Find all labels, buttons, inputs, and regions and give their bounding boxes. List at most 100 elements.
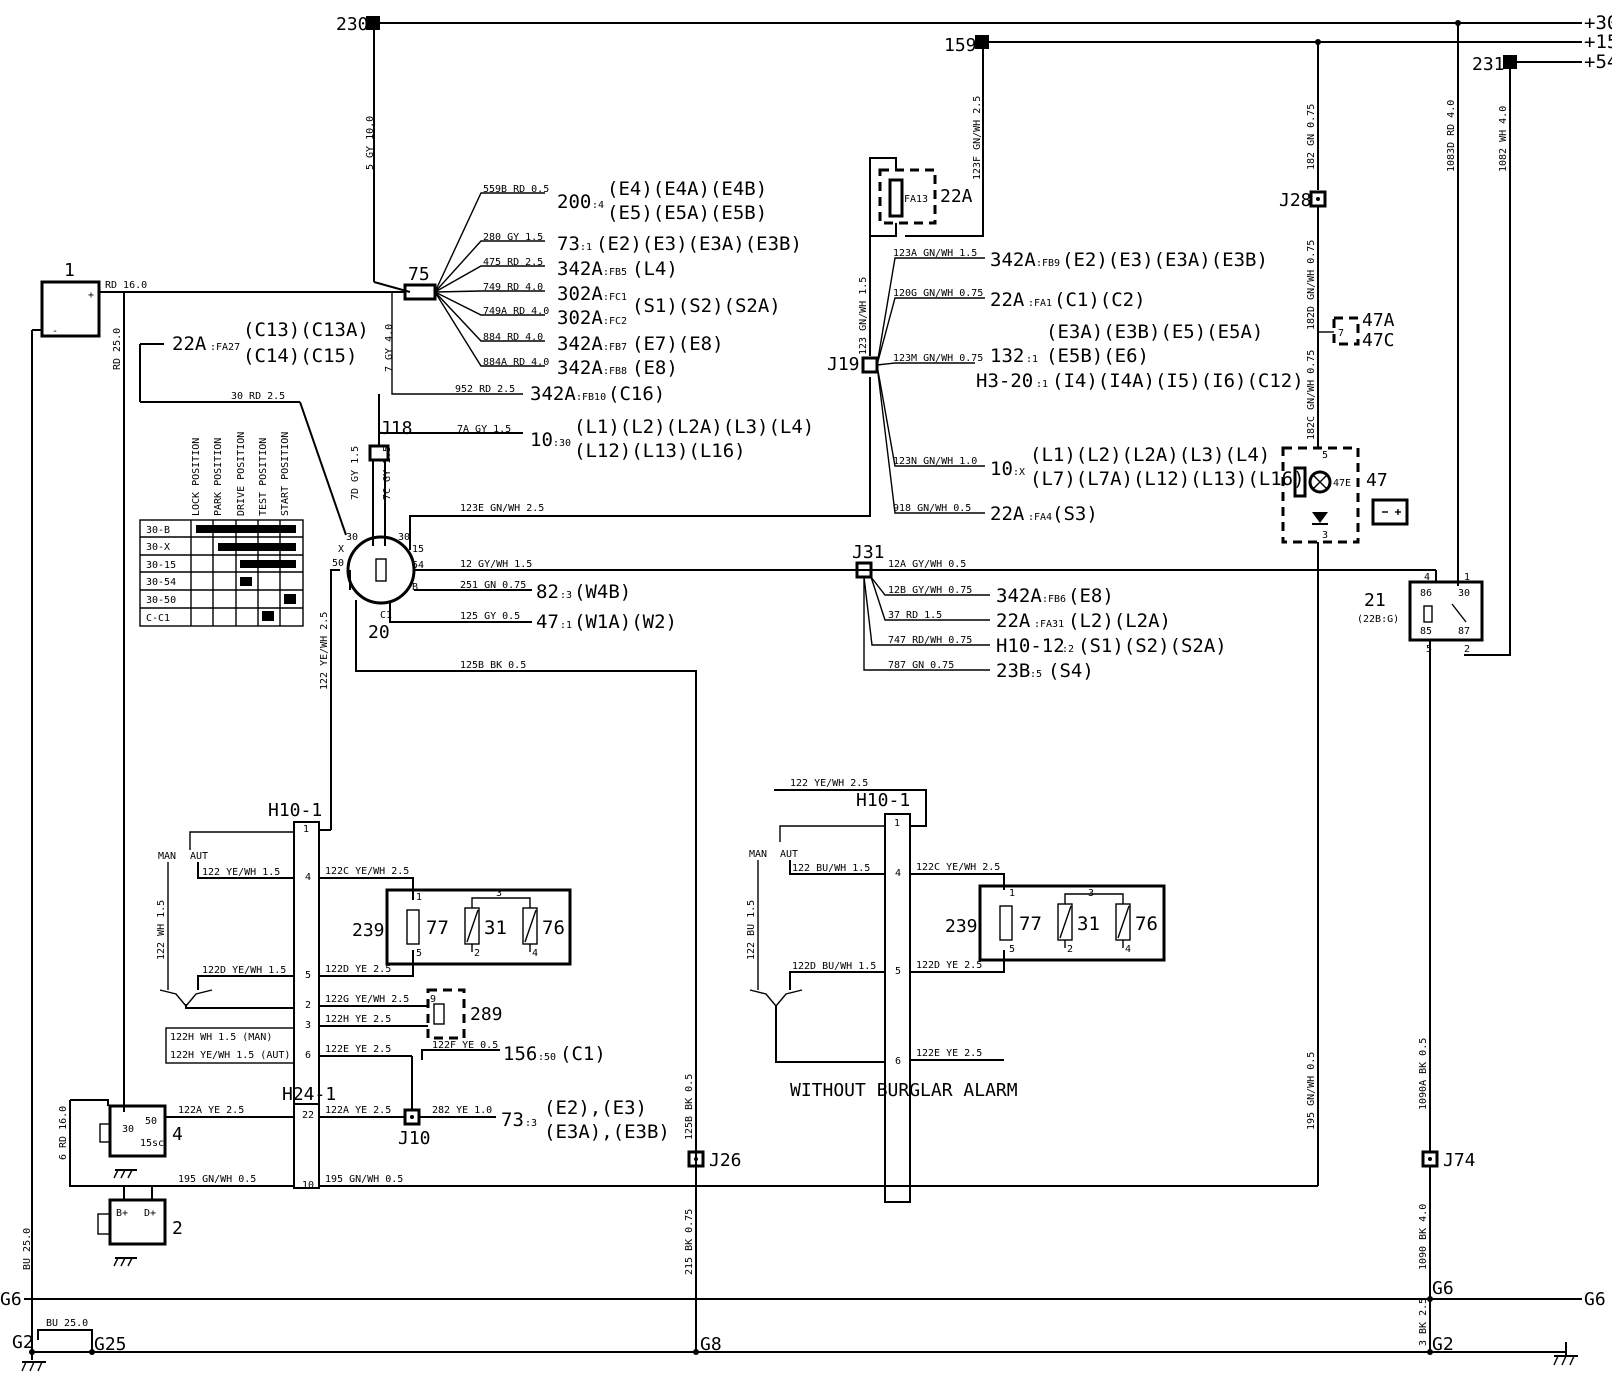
svg-text::FB8: :FB8 [603, 366, 627, 377]
ref-82: 82 [536, 581, 559, 603]
ref-h3-20: H3-20 [976, 370, 1033, 392]
svg-text:15: 15 [412, 544, 424, 555]
wire-label: 125 GY 0.5 [460, 611, 520, 622]
wire-label: 282 YE 1.0 [432, 1105, 492, 1116]
svg-text::5: :5 [1030, 669, 1042, 680]
lamp-47-label: 47 [1366, 470, 1388, 491]
wire-label: 749 RD 4.0 [483, 282, 543, 293]
ground-symbol-icon [1553, 1342, 1578, 1366]
wire-label: 123 GN/WH 1.5 [858, 277, 869, 355]
wire-label: 7C GY 1.5 [382, 446, 393, 500]
wire-label: 122A YE 2.5 [178, 1105, 244, 1116]
battery-box [40, 280, 101, 338]
wire-label: 122D BU/WH 1.5 [792, 961, 876, 972]
battery-minus: - [52, 326, 58, 337]
wire-label: 122A YE 2.5 [325, 1105, 391, 1116]
ground-symbol-icon [113, 1257, 137, 1267]
svg-text:31: 31 [484, 917, 507, 939]
ref-302a-fc2: 302A [557, 307, 603, 329]
svg-text::1: :1 [560, 620, 572, 631]
relay-239-right-label: 239 [945, 916, 978, 937]
row-c-c1: C-C1 [146, 613, 170, 624]
col-drive: DRIVE POSITION [236, 432, 247, 516]
wire-label: 182D GN/WH 0.75 [1306, 240, 1317, 330]
charging-connections: H24-1 22 10 J10 122A YE 2.5 282 YE 1.0 7… [58, 1084, 1318, 1267]
alternator-2-label: 2 [172, 1218, 183, 1239]
ref-200: 200 [557, 191, 591, 213]
ref-73b: 73 [501, 1109, 524, 1131]
svg-text:31: 31 [1077, 913, 1100, 935]
relay-239-left-box [385, 888, 572, 966]
svg-text::30: :30 [553, 438, 571, 449]
svg-text::50: :50 [538, 1052, 556, 1063]
h24-1-strip [293, 1103, 320, 1189]
ref-10: 10 [530, 429, 553, 451]
ref-302a-fc1: 302A [557, 283, 603, 305]
battery-1: 1 + - RD 16.0 RD 25.0 BU 25.0 [22, 260, 405, 1360]
svg-text:(E5B)(E6): (E5B)(E6) [1046, 345, 1149, 367]
svg-text:(22B:G): (22B:G) [1357, 614, 1399, 625]
wire-label: 122 YE/WH 1.5 [202, 867, 280, 878]
svg-text:(C1): (C1) [560, 1043, 606, 1065]
switch-20-label: 20 [368, 622, 390, 643]
wire-label: 123F GN/WH 2.5 [972, 96, 983, 180]
junction-j26: 125B BK 0.5 J26 215 BK 0.75 [684, 1074, 742, 1275]
svg-text:(W1A)(W2): (W1A)(W2) [574, 611, 677, 633]
ref-73: 73 [557, 233, 580, 255]
ignition-switch-20: J18 7A GY 1.5 7D GY 1.5 7C GY 1.5 20 30 … [319, 377, 1436, 1352]
svg-text:76: 76 [542, 917, 565, 939]
svg-text:5: 5 [1322, 450, 1328, 461]
junction-j31: J31 12A GY/WH 0.5 12B GY/WH 0.75 37 RD 1… [852, 542, 1227, 682]
svg-text:(E5)(E5A)(E5B): (E5)(E5A)(E5B) [607, 202, 767, 224]
ref-22a-fa27: 22A :FA27 (C13)(C13A) (C14)(C15) 30 RD 2… [139, 319, 369, 536]
wire-label: 7A GY 1.5 [457, 424, 511, 435]
svg-text:9: 9 [430, 994, 436, 1005]
svg-text:77: 77 [426, 917, 449, 939]
wire-label: 475 RD 2.5 [483, 257, 543, 268]
module-h10-1-left: H10-1 1 MAN AUT 122 WH 1.5 122 YE/WH 1.5… [156, 800, 606, 1189]
wire-label: 125B BK 0.5 [460, 660, 526, 671]
svg-text::1: :1 [1026, 354, 1038, 365]
svg-text:5: 5 [416, 948, 422, 959]
wire-230-to-75: 5 GY 10.0 [365, 23, 411, 293]
relay-21-box [1408, 580, 1484, 642]
svg-text::FB10: :FB10 [576, 392, 606, 403]
svg-text:1: 1 [1464, 572, 1470, 583]
ground-g25: G25 [94, 1334, 127, 1355]
svg-text::FC2: :FC2 [603, 316, 627, 327]
svg-text:5: 5 [895, 966, 901, 977]
svg-text:C1: C1 [380, 610, 392, 621]
wire-label: 122C YE/WH 2.5 [916, 862, 1000, 873]
ref-22a-fa1: 22A [990, 289, 1025, 311]
svg-text:(E7)(E8): (E7)(E8) [632, 333, 724, 355]
wire-label: 12A GY/WH 0.5 [888, 559, 966, 570]
svg-text:(C14)(C15): (C14)(C15) [243, 345, 357, 367]
rail-label-30: +30 [1584, 12, 1612, 34]
svg-text::FB6: :FB6 [1042, 594, 1066, 605]
svg-text:(L12)(L13)(L16): (L12)(L13)(L16) [574, 440, 746, 462]
row-30-50: 30-50 [146, 595, 176, 606]
svg-text:30: 30 [122, 1124, 134, 1135]
svg-text:7: 7 [1338, 328, 1344, 339]
wire-label: 749A RD 4.0 [483, 306, 549, 317]
svg-text::FA4: :FA4 [1028, 512, 1052, 523]
wire-label: 3 BK 2.5 [1418, 1298, 1429, 1346]
svg-text:1: 1 [303, 824, 309, 835]
connector-47c-label: 47C [1362, 330, 1395, 351]
ref-342a-fb5: 342A [557, 258, 603, 280]
wire-label: 5 GY 10.0 [365, 116, 376, 170]
wire-label: 122 BU/WH 1.5 [792, 863, 870, 874]
col-test: TEST POSITION [258, 438, 269, 516]
svg-text:(I4)(I4A)(I5)(I6)(C12): (I4)(I4A)(I5)(I6)(C12) [1052, 370, 1304, 392]
wire-label: 1082 WH 4.0 [1498, 106, 1509, 172]
svg-text:(E8): (E8) [1068, 585, 1114, 607]
svg-text:D+: D+ [144, 1208, 156, 1219]
svg-text:(S1)(S2)(S2A): (S1)(S2)(S2A) [1078, 635, 1227, 657]
node-230: 230 [336, 14, 369, 35]
svg-text:(L1)(L2)(L2A)(L3)(L4): (L1)(L2)(L2A)(L3)(L4) [574, 416, 814, 438]
wire-label: 1083D RD 4.0 [1446, 100, 1457, 172]
h10-1-right-label: H10-1 [856, 790, 910, 811]
wire-label: 122C YE/WH 2.5 [325, 866, 409, 877]
svg-text:30: 30 [398, 532, 410, 543]
relay-21-label: 21 [1364, 590, 1386, 611]
